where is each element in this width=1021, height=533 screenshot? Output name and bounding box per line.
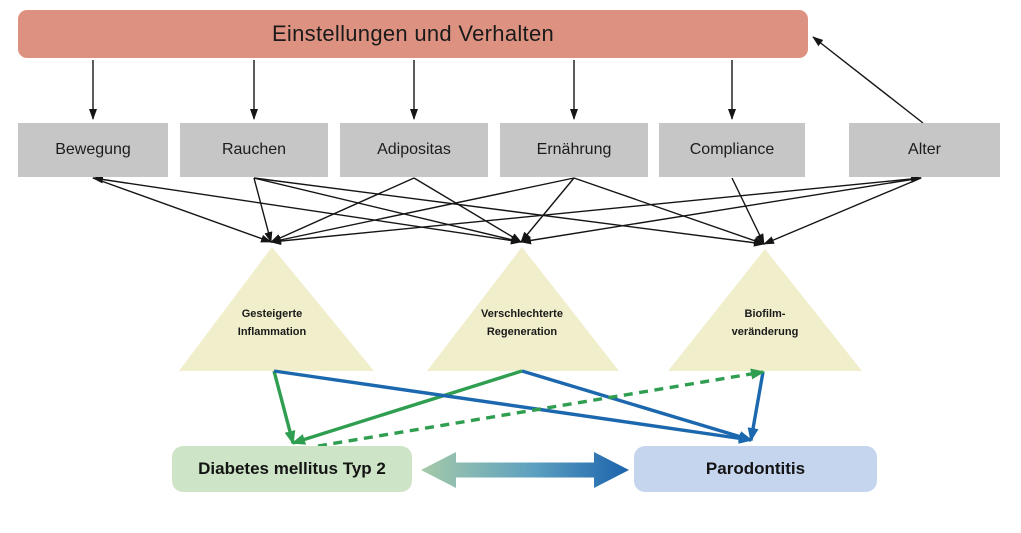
factor-box-rauchen: Rauchen — [180, 123, 328, 177]
attitudes-behavior-box: Einstellungen und Verhalten — [18, 10, 808, 58]
factor-box-ernaehrung: Ernährung — [500, 123, 648, 177]
triangle-inflammation — [179, 247, 374, 371]
mechanism-label-regeneration: Verschlechterte Regeneration — [481, 308, 563, 338]
outcome-box-diabetes: Diabetes mellitus Typ 2 — [172, 446, 412, 492]
factor-box-alter: Alter — [849, 123, 1000, 177]
factor-box-compliance: Compliance — [659, 123, 805, 177]
factor-box-adipositas: Adipositas — [340, 123, 488, 177]
mechanism-label-biofilm: Biofilm- veränderung — [731, 308, 799, 338]
bidirectional-gradient-arrow — [421, 452, 629, 488]
factor-box-bewegung: Bewegung — [18, 123, 168, 177]
triangle-biofilm — [668, 249, 862, 371]
outcome-box-parodontitis: Parodontitis — [634, 446, 877, 492]
triangle-regeneration — [427, 247, 619, 371]
mechanism-label-inflammation: Gesteigerte Inflammation — [237, 308, 307, 338]
